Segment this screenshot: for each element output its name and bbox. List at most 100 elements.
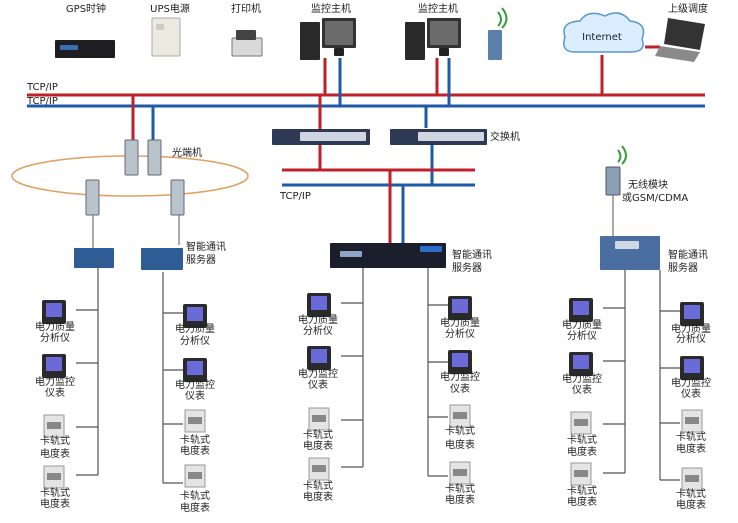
optical-transceiver-icon-b xyxy=(147,139,162,176)
switch-ports-2 xyxy=(418,132,484,141)
meter-label-line-1: 电力质量 xyxy=(562,318,602,331)
bus-drops xyxy=(131,45,660,245)
host2-label: 监控主机 xyxy=(418,2,458,15)
wireless-module-icon xyxy=(605,166,621,196)
meter-label-line-2: 分析仪 xyxy=(676,332,706,345)
comm-server-logo-center xyxy=(420,246,442,252)
main-bus: TCP/IP TCP/IP xyxy=(26,82,705,108)
meter-display xyxy=(312,465,326,472)
meter-screen xyxy=(684,305,700,319)
meter-screen xyxy=(452,353,468,367)
meter-label-line-2: 电度表 xyxy=(567,445,597,458)
meter-label-line-1: 电力质量 xyxy=(175,322,215,335)
ups-panel xyxy=(156,24,164,30)
meter-screen xyxy=(46,303,62,317)
meter-label-line-2: 仪表 xyxy=(45,386,65,399)
meter-label-line-2: 仪表 xyxy=(308,378,328,391)
meter-label-line-1: 电力监控 xyxy=(671,376,711,389)
host1-tower-icon xyxy=(300,22,320,60)
host2-screen xyxy=(430,21,458,45)
server-left-label-2: 服务器 xyxy=(186,253,216,266)
gps-clock-icon xyxy=(55,40,115,58)
internet-label: Internet xyxy=(582,32,622,43)
meter-label-line-1: 电力质量 xyxy=(298,313,338,326)
laptop-base xyxy=(655,46,700,62)
meter-label-line-2: 仪表 xyxy=(572,383,592,396)
host1-screen xyxy=(325,21,353,45)
ups-icon xyxy=(151,17,181,57)
meter-screen xyxy=(187,307,203,321)
meter-label-line-2: 电度表 xyxy=(303,439,333,452)
optical-transceiver-icon-c xyxy=(85,179,100,216)
server-right-label-2: 服务器 xyxy=(668,261,698,274)
server-right-label-1: 智能通讯 xyxy=(668,248,708,261)
meter-label-line-2: 电度表 xyxy=(676,442,706,455)
meter-label-line-1: 卡轨式 xyxy=(676,487,706,500)
meter-display xyxy=(685,417,699,424)
meter-screen xyxy=(46,357,62,371)
meter-screen xyxy=(684,359,700,373)
optical-label: 光端机 xyxy=(172,146,202,159)
meter-screen xyxy=(452,299,468,313)
comm-server-display-center xyxy=(340,251,362,257)
meter-label-line-2: 分析仪 xyxy=(180,334,210,347)
meter-display xyxy=(574,419,588,426)
meter-label-line-2: 仪表 xyxy=(681,387,701,400)
meter-label-line-2: 电度表 xyxy=(40,497,70,510)
meter-label-line-1: 卡轨式 xyxy=(445,424,475,437)
meter-label-line-1: 卡轨式 xyxy=(303,479,333,492)
meter-label-line-2: 分析仪 xyxy=(567,329,597,342)
meter-label-line-2: 电度表 xyxy=(676,498,706,511)
meter-label-line-2: 仪表 xyxy=(450,382,470,395)
meter-label-line-1: 卡轨式 xyxy=(40,434,70,447)
meter-display xyxy=(574,470,588,477)
server-center-label-2: 服务器 xyxy=(452,261,482,274)
sub-bus-label: TCP/IP xyxy=(279,191,311,202)
remote-label: 上级调度 xyxy=(668,2,708,15)
ups-label: UPS电源 xyxy=(150,2,190,15)
host2-stand xyxy=(439,48,449,56)
switch-ports-1 xyxy=(300,132,366,141)
meter-label-line-1: 卡轨式 xyxy=(676,430,706,443)
server-left-label-1: 智能通讯 xyxy=(186,240,226,253)
bus-label-blue: TCP/IP xyxy=(26,96,58,107)
meter-label-line-2: 电度表 xyxy=(567,495,597,508)
wifi-signal-icon-2 xyxy=(617,145,627,165)
wireless-label-1: 无线模块 xyxy=(628,178,668,191)
comm-server-display-right xyxy=(615,241,639,249)
meter-label-line-1: 电力质量 xyxy=(35,320,75,333)
meter-label-line-1: 卡轨式 xyxy=(180,433,210,446)
comm-server-icon-center xyxy=(330,243,446,268)
server-center-label-1: 智能通讯 xyxy=(452,248,492,261)
optical-transceiver-icon-a xyxy=(124,139,139,176)
meter-display xyxy=(453,469,467,476)
meter-display xyxy=(188,417,202,424)
wireless-device-icon xyxy=(488,30,502,60)
meter-label-line-2: 分析仪 xyxy=(303,324,333,337)
meter-label-line-2: 电度表 xyxy=(180,501,210,514)
meter-label-line-1: 卡轨式 xyxy=(180,489,210,502)
meter-label-line-2: 分析仪 xyxy=(40,331,70,344)
wireless-label-2: 或GSM/CDMA xyxy=(622,192,688,204)
meter-label-line-2: 电度表 xyxy=(445,438,475,451)
meter-label-line-2: 仪表 xyxy=(185,389,205,402)
meter-display xyxy=(188,472,202,479)
meter-screen xyxy=(187,361,203,375)
meter-label-line-1: 电力监控 xyxy=(298,367,338,380)
wifi-signal-icon xyxy=(497,7,508,29)
gps-label: GPS时钟 xyxy=(66,2,106,15)
meter-label-line-1: 电力监控 xyxy=(562,372,602,385)
meter-label-line-1: 电力监控 xyxy=(175,378,215,391)
printer-label: 打印机 xyxy=(231,2,261,15)
laptop-icon xyxy=(664,18,705,50)
comm-server-icon-left-1 xyxy=(74,248,114,268)
host2-tower-icon xyxy=(405,22,425,60)
meter-label-line-1: 卡轨式 xyxy=(445,482,475,495)
printer-top xyxy=(236,30,256,40)
